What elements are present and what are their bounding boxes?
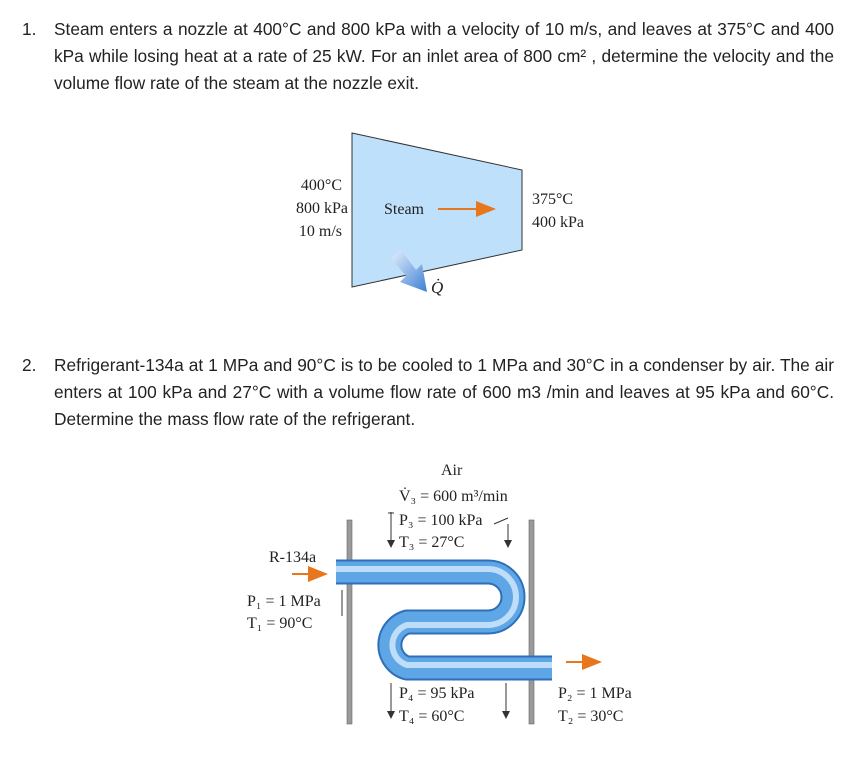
air-outlet-temperature: T₄ = 60°C (399, 708, 465, 725)
air-out-arrow-left (387, 711, 395, 719)
inlet-pressure: 800 kPa (296, 200, 348, 217)
problem-text: Steam enters a nozzle at 400°C and 800 k… (54, 19, 834, 93)
refrigerant-outlet-pressure: P₂ = 1 MPa (558, 685, 632, 702)
problem-number: 1. (22, 19, 37, 39)
air-out-arrow-right (502, 711, 510, 719)
nozzle-body (351, 132, 523, 288)
outlet-pressure: 400 kPa (532, 214, 584, 231)
refrigerant-inlet-temperature: T₁ = 90°C (247, 615, 313, 632)
condenser-wall-left (346, 519, 353, 725)
heat-loss-arrow (391, 250, 427, 292)
air-outlet-pressure: P₄ = 95 kPa (399, 685, 475, 702)
air-inlet-pressure: P₃ = 100 kPa (399, 512, 483, 529)
air-in-arrow-left (387, 540, 395, 548)
fluid-label: Steam (384, 201, 424, 218)
heat-rate-label: Q̇ (431, 278, 444, 297)
refrigerant-inlet-pressure: P₁ = 1 MPa (247, 593, 321, 610)
air-volume-flow: V̇₃ = 600 m³/min (399, 488, 508, 505)
inlet-temperature: 400°C (300, 177, 342, 194)
problem-text: Refrigerant-134a at 1 MPa and 90°C is to… (54, 355, 834, 429)
inlet-velocity: 10 m/s (298, 223, 342, 240)
refrigerant-tube (336, 559, 552, 681)
air-in-arrow-right (504, 540, 512, 548)
condenser-wall-right (528, 519, 535, 725)
air-inlet-temperature: T₃ = 27°C (399, 534, 465, 551)
air-title: Air (441, 462, 463, 479)
outlet-temperature: 375°C (532, 191, 574, 208)
refrigerant-outlet-temperature: T₂ = 30°C (558, 708, 624, 725)
refrigerant-label: R-134a (269, 549, 317, 566)
problem-number: 2. (22, 355, 37, 375)
